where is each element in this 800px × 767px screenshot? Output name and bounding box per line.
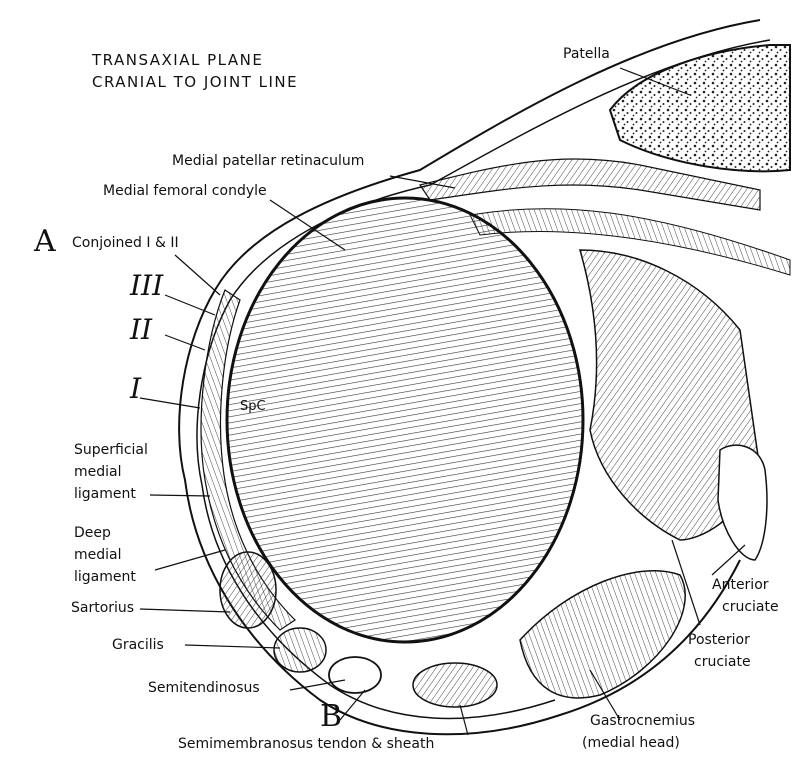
patella-bone	[610, 45, 790, 171]
label-deep-medial-ligament-3: ligament	[74, 569, 136, 586]
label-superficial-medial-ligament-2: medial	[74, 464, 122, 481]
label-semimembranosus: Semimembranosus tendon & sheath	[178, 736, 434, 753]
label-gastrocnemius-1: Gastrocnemius	[590, 713, 695, 730]
label-superficial-medial-ligament-1: Superficial	[74, 442, 148, 459]
femoral-condyle	[227, 198, 583, 642]
gastrocnemius-muscle	[520, 571, 685, 698]
label-layer-ii: II	[130, 316, 152, 344]
label-gracilis: Gracilis	[112, 637, 164, 654]
label-spc: SpC	[240, 398, 266, 415]
label-medial-femoral-condyle: Medial femoral condyle	[103, 183, 267, 200]
label-conjoined: Conjoined I & II	[72, 235, 179, 252]
label-anterior-cruciate-1: Anterior	[712, 577, 769, 594]
label-deep-medial-ligament-2: medial	[74, 547, 122, 564]
label-marker-b: B	[320, 702, 342, 732]
label-marker-a: A	[34, 227, 56, 257]
label-deep-medial-ligament-1: Deep	[74, 525, 111, 542]
label-sartorius: Sartorius	[71, 600, 134, 617]
diagram-title-line1: TRANSAXIAL PLANE	[92, 50, 263, 70]
semitendinosus-muscle	[329, 657, 381, 693]
diagram-title-line2: CRANIAL TO JOINT LINE	[92, 72, 298, 92]
label-layer-i: I	[130, 375, 141, 403]
semimembranosus-muscle	[413, 663, 497, 707]
label-posterior-cruciate-1: Posterior	[688, 632, 750, 649]
label-gastrocnemius-2: (medial head)	[582, 735, 680, 752]
label-medial-patellar-retinaculum: Medial patellar retinaculum	[172, 153, 364, 170]
label-superficial-medial-ligament-3: ligament	[74, 486, 136, 503]
label-semitendinosus: Semitendinosus	[148, 680, 260, 697]
gracilis-muscle	[274, 628, 326, 672]
label-patella: Patella	[563, 46, 610, 63]
label-anterior-cruciate-2: cruciate	[722, 599, 779, 616]
sartorius-muscle	[220, 552, 276, 628]
label-layer-iii: III	[130, 272, 163, 300]
label-posterior-cruciate-2: cruciate	[694, 654, 751, 671]
